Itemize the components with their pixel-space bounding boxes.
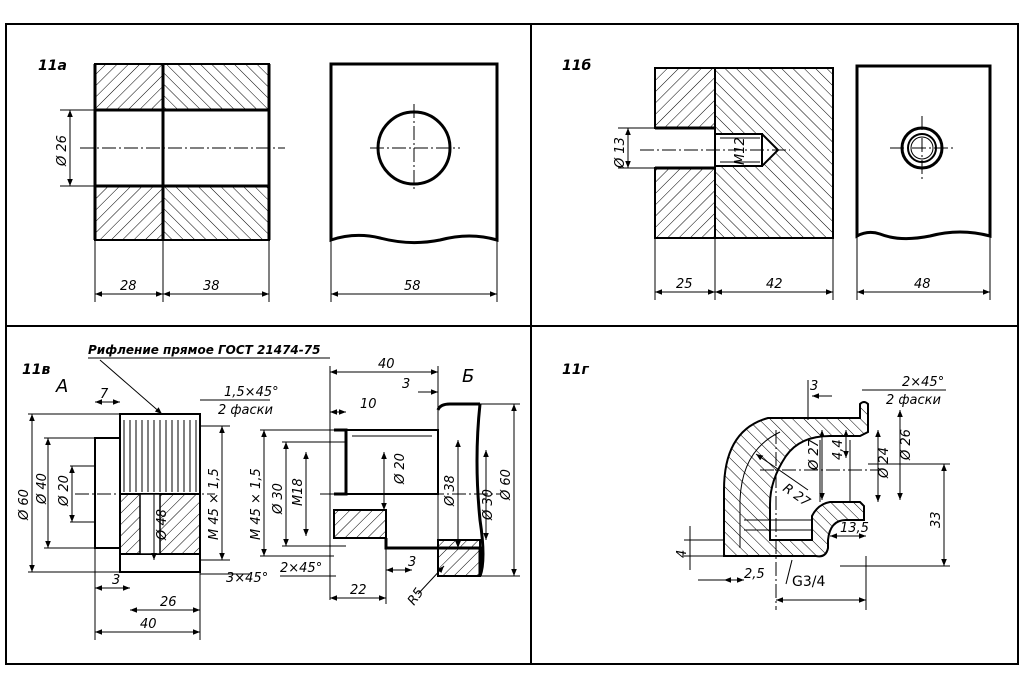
side-view-block (329, 62, 499, 245)
part-b-left-lower (654, 167, 716, 239)
dim-l7: 7 (100, 387, 109, 402)
dim-d13: Ø 13 (613, 137, 628, 169)
dim-d60b: Ø 60 (499, 469, 514, 501)
dim-d20b: Ø 20 (393, 453, 408, 485)
view-label-b: Б (462, 366, 474, 387)
dim-l135: 13,5 (840, 521, 869, 536)
dim-l44: 4,4 (831, 439, 846, 460)
dim-chamfers2g: 2 фаски (886, 393, 941, 408)
dim-d30b: Ø 30 (481, 489, 496, 521)
dim-l10: 10 (360, 397, 377, 412)
dim-l33: 33 (929, 511, 944, 528)
dim-d27: Ø 27 (807, 438, 822, 471)
dim-m45b: M 45 × 1,5 (249, 468, 264, 540)
dim-d26g: Ø 26 (899, 429, 914, 461)
knob-part (75, 413, 215, 573)
dim-l25g: 2,5 (744, 567, 765, 582)
dim-chamfer2: 2×45° (280, 561, 322, 576)
dim-d20: Ø 20 (57, 475, 72, 507)
part-left-upper (94, 63, 164, 111)
part-left-lower (94, 185, 164, 241)
dim-d38: Ø 38 (443, 475, 458, 507)
dim-l4: 4 (675, 550, 690, 558)
dim-l40b: 40 (378, 357, 395, 372)
dim-l3c: 3 (408, 555, 416, 570)
part-b-left-upper (654, 67, 716, 129)
dim-thread: G3/4 (792, 574, 825, 590)
dim-chamfer2g: 2×45° (902, 375, 944, 390)
dim-r27: R 27 (780, 481, 814, 511)
side-view-block-b (855, 64, 992, 241)
panel-label-11g: 11г (562, 362, 589, 378)
panel-11b: 11б M12 Ø 13 25 42 48 (562, 58, 992, 300)
dim-d26: Ø 26 (55, 135, 70, 167)
panel-label-11b: 11б (562, 58, 591, 74)
dim-l38: 38 (203, 279, 220, 294)
dim-m12: M12 (733, 137, 748, 165)
dim-chamfers2: 2 фаски (218, 403, 273, 418)
dim-l22: 22 (350, 583, 367, 598)
dim-l58: 58 (404, 279, 421, 294)
part-right-lower (162, 185, 270, 241)
knurl-note: Рифление прямое ГОСТ 21474-75 (88, 343, 320, 357)
dim-d24: Ø 24 (877, 447, 892, 479)
dim-m45a: M 45 × 1,5 (207, 468, 222, 540)
dim-l26: 26 (160, 595, 177, 610)
dim-l3g: 3 (810, 379, 818, 394)
dim-d30a: Ø 30 (271, 483, 286, 515)
panel-label-11v: 11в (22, 362, 50, 378)
elbow-fitting (723, 401, 880, 610)
panel-11v: 11в А Рифление прямое ГОСТ 21474-75 (17, 343, 520, 640)
panel-label-11a: 11а (38, 58, 67, 74)
dim-l42: 42 (766, 277, 783, 292)
dim-d48: Ø 48 (155, 509, 170, 541)
knurl-lines (123, 420, 197, 492)
nut-part (320, 402, 500, 577)
view-label-a: А (55, 376, 68, 397)
panel-11g: 11г 3 2×45° 2 фаски Ø 27 4,4 Ø 24 Ø 26 R… (562, 362, 950, 610)
panel-11a: 11а Ø 26 28 38 58 (38, 58, 499, 302)
dim-l25: 25 (676, 277, 693, 292)
dim-l3b: 3 (402, 377, 410, 392)
dim-l28: 28 (120, 279, 137, 294)
dim-l40a: 40 (140, 617, 157, 632)
dim-d40: Ø 40 (35, 473, 50, 505)
dim-chamfer15: 1,5×45° (224, 385, 279, 400)
dim-l48: 48 (914, 277, 931, 292)
dim-m18: M18 (291, 478, 306, 506)
dim-l3a: 3 (112, 573, 120, 588)
dim-chamfer3: 3×45° (226, 571, 268, 586)
dim-d60: Ø 60 (17, 489, 32, 521)
dim-r5: R5 (405, 586, 427, 609)
panel-frames (5, 23, 1019, 665)
part-right-upper (162, 63, 270, 111)
